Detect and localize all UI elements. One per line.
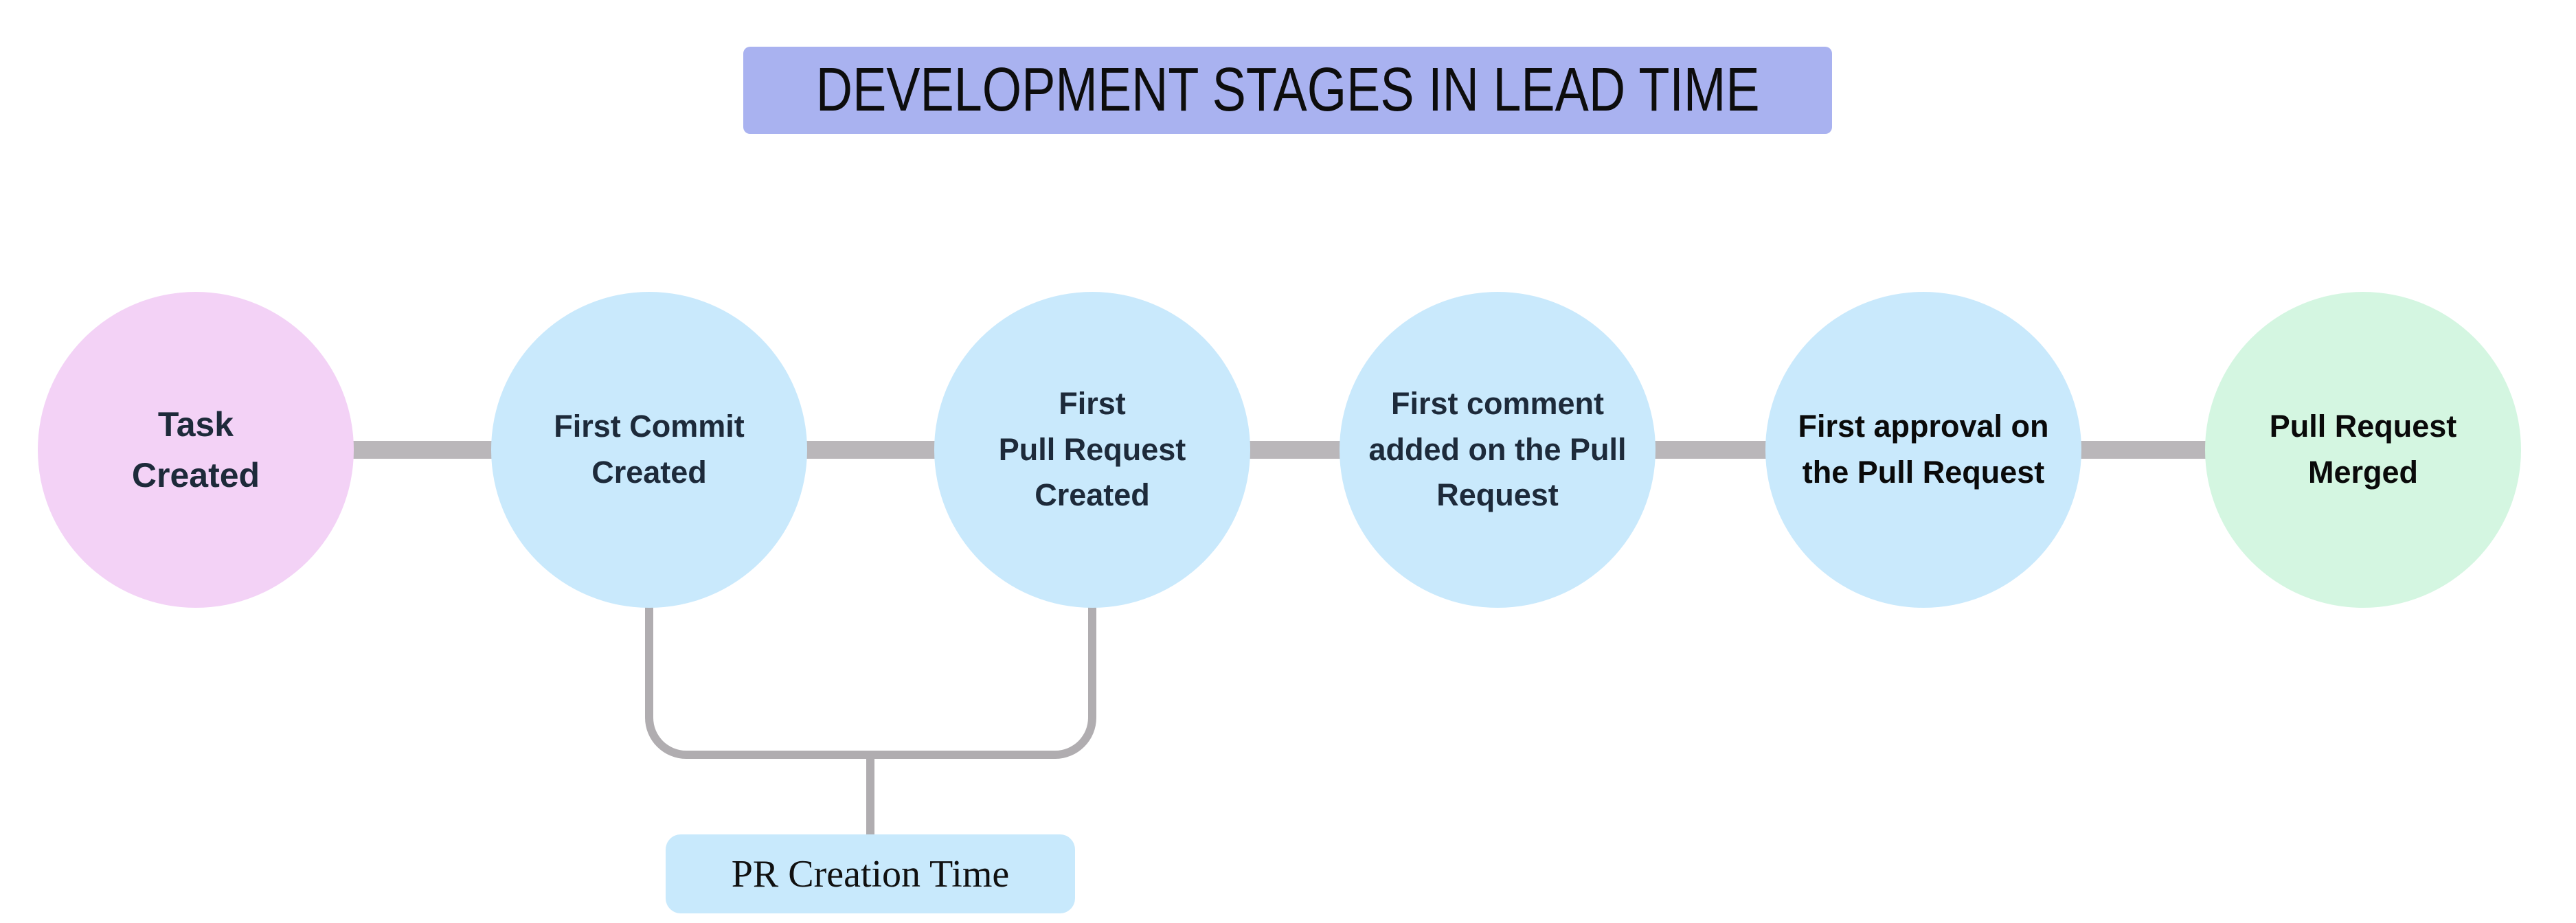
stage-label: First approval on the Pull Request — [1798, 409, 2049, 490]
stage-circle-first-commit-created: First Commit Created — [491, 292, 807, 608]
pr-creation-bracket — [645, 604, 1096, 759]
stage-circle-first-comment-added: First comment added on the Pull Request — [1340, 292, 1656, 608]
stage-label: Task Created — [131, 405, 260, 494]
stage-label: First Commit Created — [554, 409, 745, 490]
pr-creation-time-text: PR Creation Time — [731, 852, 1010, 896]
stage-label: First Pull Request Created — [998, 386, 1186, 513]
stage-circle-first-approval: First approval on the Pull Request — [1765, 292, 2081, 608]
title-box: DEVELOPMENT STAGES IN LEAD TIME — [743, 47, 1832, 134]
stage-label: First comment added on the Pull Request — [1368, 386, 1627, 513]
stage-circle-first-pull-request-created: First Pull Request Created — [934, 292, 1250, 608]
pr-creation-time-label: PR Creation Time — [666, 834, 1075, 913]
stage-label: Pull Request Merged — [2269, 409, 2457, 490]
page-title: DEVELOPMENT STAGES IN LEAD TIME — [815, 56, 1760, 124]
pr-creation-bracket-stem — [866, 755, 874, 834]
stage-circle-pull-request-merged: Pull Request Merged — [2205, 292, 2521, 608]
stage-circle-task-created: Task Created — [38, 292, 354, 608]
